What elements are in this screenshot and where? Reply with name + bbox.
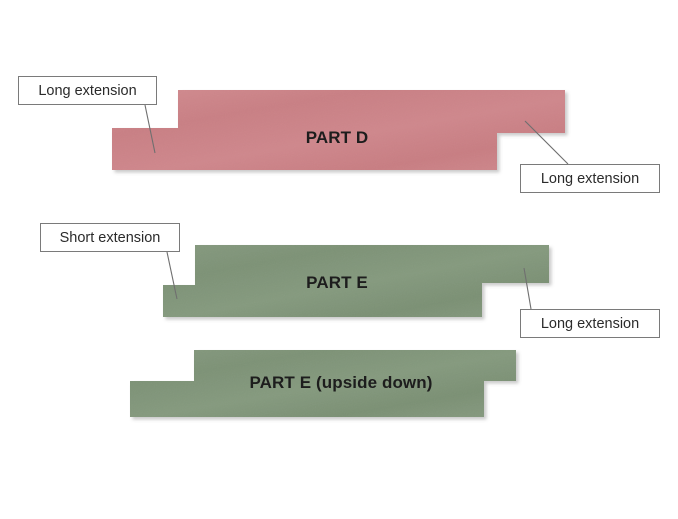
callout-long-extension-part-d-right: Long extension [520,164,660,193]
leader-line-e-left [166,251,178,300]
leader-line-d-left [144,104,156,154]
part-e-upside-down-shape [130,350,516,417]
leader-line-d-right [524,120,569,165]
callout-long-extension-part-e-right: Long extension [520,309,660,338]
callout-long-extension-part-d-left: Long extension [18,76,157,105]
part-d-shape [112,90,565,170]
part-e-shape [163,245,549,317]
leader-line-e-right [523,267,532,310]
callout-short-extension-part-e-left: Short extension [40,223,180,252]
